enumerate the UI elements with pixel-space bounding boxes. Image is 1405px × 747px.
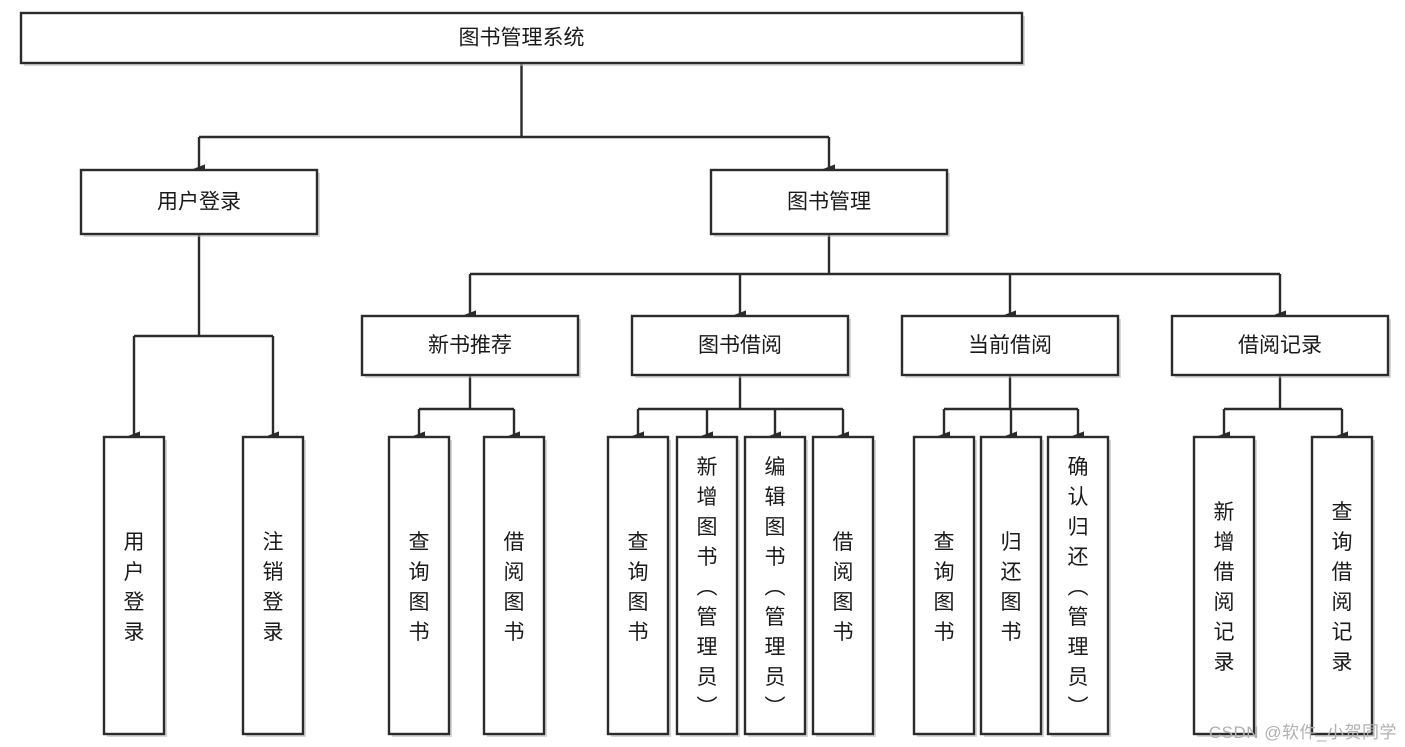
leaf-node-label: 新增图书︵管理员︶ <box>697 456 718 719</box>
leaf-node-2[interactable]: 注销登录 <box>241 435 306 737</box>
connectors-layer <box>128 63 1348 441</box>
leaf-node-4[interactable]: 借阅图书 <box>482 435 547 737</box>
leaf-node-label: 查询图书 <box>628 531 649 644</box>
leaf-node-label: 归还图书 <box>1001 531 1022 644</box>
level3-node-label: 当前借阅 <box>968 334 1052 357</box>
leaf-node-5[interactable]: 查询图书 <box>606 435 671 737</box>
leaf-node-label: 确认归还︵管理员︶ <box>1068 456 1089 719</box>
leaf-node-3[interactable]: 查询图书 <box>387 435 452 737</box>
level2-node-label: 用户登录 <box>157 191 241 214</box>
root-node-1[interactable]: 图书管理系统 <box>19 11 1025 66</box>
root-node-label: 图书管理系统 <box>459 27 585 50</box>
level3-node-4[interactable]: 借阅记录 <box>1170 314 1391 378</box>
leaf-node-label: 查询借阅记录 <box>1332 501 1353 674</box>
level3-node-3[interactable]: 当前借阅 <box>900 314 1121 378</box>
leaf-node-label: 借阅图书 <box>504 531 525 644</box>
leaf-node-8[interactable]: 借阅图书 <box>811 435 876 737</box>
level3-node-1[interactable]: 新书推荐 <box>360 314 581 378</box>
level3-node-label: 新书推荐 <box>428 334 512 357</box>
leaf-node-label: 注销登录 <box>263 531 284 644</box>
leaf-node-6[interactable]: 新增图书︵管理员︶ <box>675 435 740 737</box>
leaf-node-13[interactable]: 查询借阅记录 <box>1310 435 1375 737</box>
level3-node-2[interactable]: 图书借阅 <box>630 314 851 378</box>
level2-node-1[interactable]: 用户登录 <box>79 168 320 237</box>
level3-node-label: 借阅记录 <box>1238 334 1322 357</box>
leaf-node-11[interactable]: 确认归还︵管理员︶ <box>1046 435 1111 737</box>
leaf-node-label: 查询图书 <box>934 531 955 644</box>
leaf-node-label: 借阅图书 <box>833 531 854 644</box>
leaf-node-12[interactable]: 新增借阅记录 <box>1192 435 1257 737</box>
leaf-node-label: 编辑图书︵管理员︶ <box>765 456 786 719</box>
leaf-node-label: 新增借阅记录 <box>1214 501 1235 674</box>
level2-node-2[interactable]: 图书管理 <box>709 168 950 237</box>
leaf-node-label: 查询图书 <box>409 531 430 644</box>
leaf-node-10[interactable]: 归还图书 <box>979 435 1044 737</box>
leaf-node-1[interactable]: 用户登录 <box>102 435 167 737</box>
leaf-node-label: 用户登录 <box>124 531 145 644</box>
level3-node-label: 图书借阅 <box>698 334 782 357</box>
leaf-node-7[interactable]: 编辑图书︵管理员︶ <box>743 435 808 737</box>
nodes-layer: 图书管理系统用户登录图书管理新书推荐图书借阅当前借阅借阅记录用户登录注销登录查询… <box>19 11 1391 737</box>
level2-node-label: 图书管理 <box>787 191 871 214</box>
leaf-node-9[interactable]: 查询图书 <box>912 435 977 737</box>
